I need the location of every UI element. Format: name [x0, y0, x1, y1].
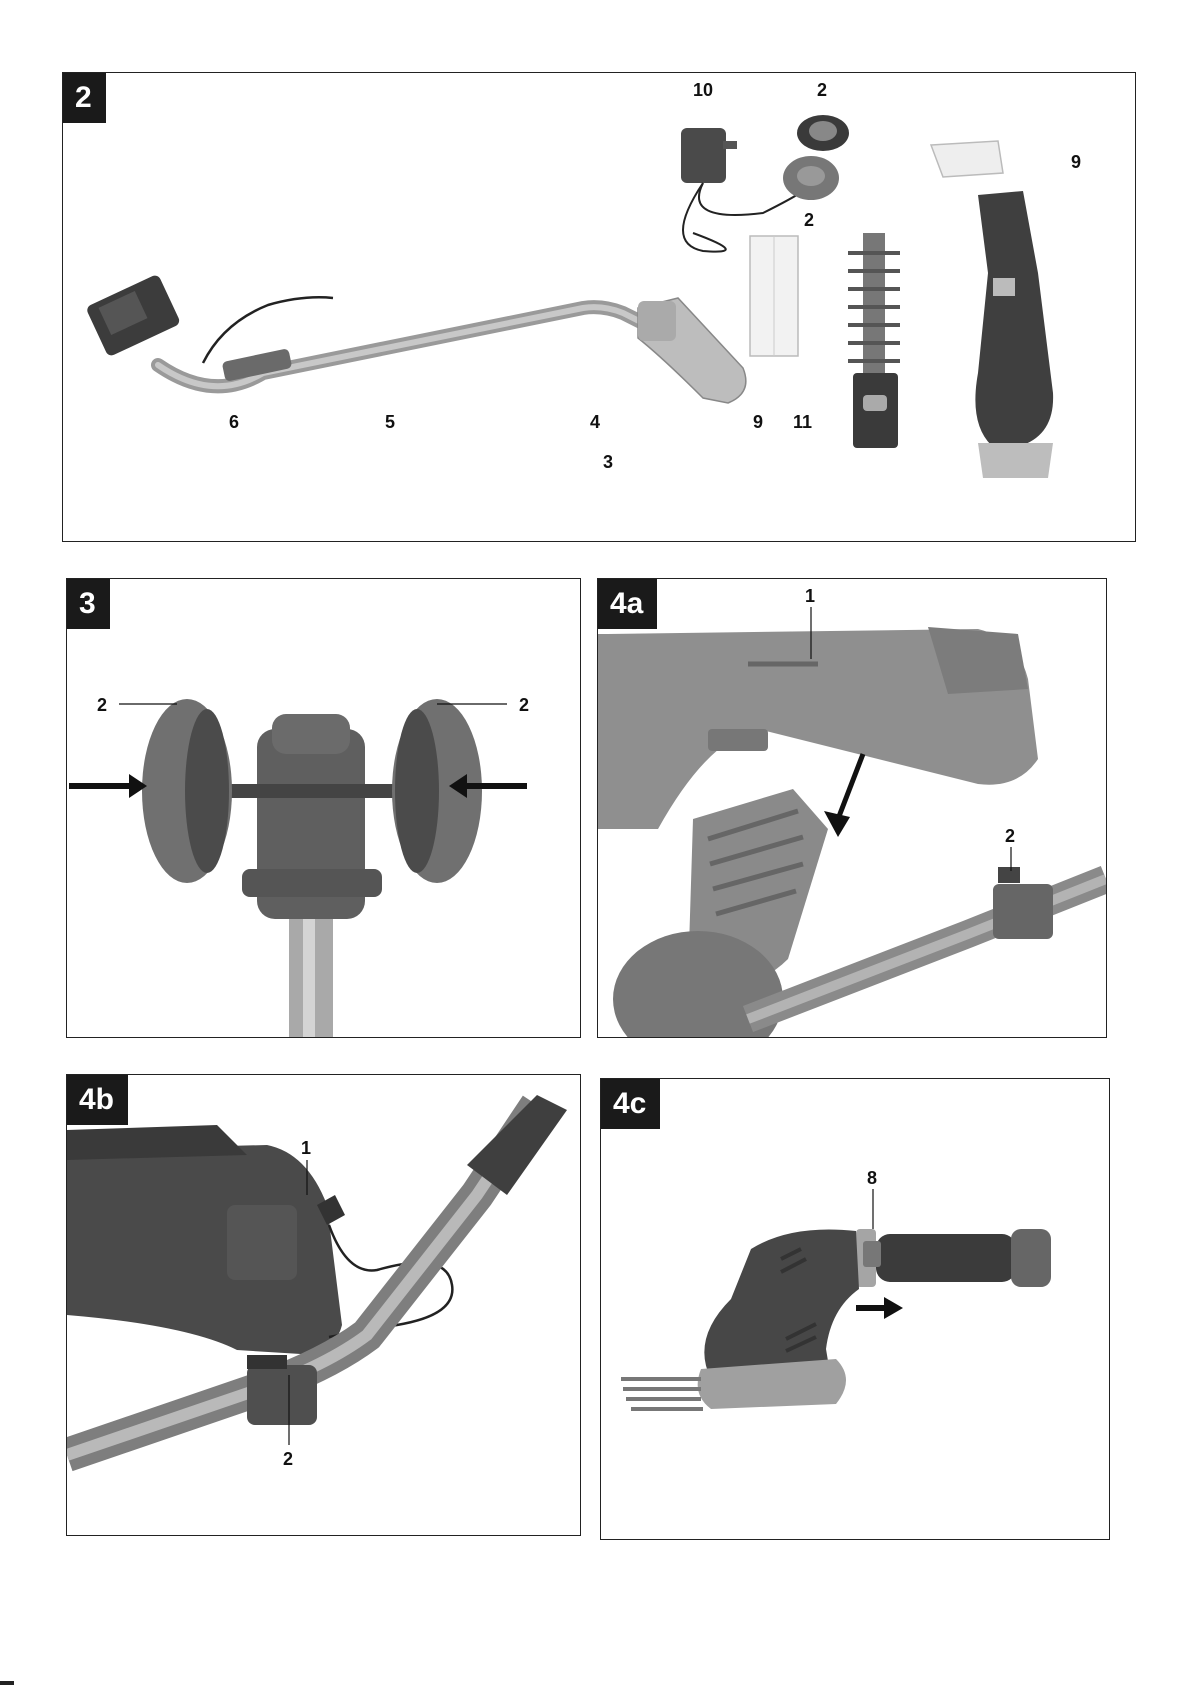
figure-2-illustration — [63, 73, 1135, 541]
figure-3-panel: 3 2 2 — [66, 578, 581, 1038]
figure-4a-illustration — [598, 579, 1106, 1037]
callout-wheel-left: 2 — [97, 696, 107, 714]
figure-4c-illustration — [601, 1079, 1109, 1539]
callout-mount-lock: 4 — [590, 413, 600, 431]
page-corner-mark — [0, 1681, 14, 1685]
slide-arrow — [856, 1297, 903, 1319]
callout-blade-guard-top: 9 — [1071, 153, 1081, 171]
callout-connector: 6 — [229, 413, 239, 431]
figure-4a-panel: 4a 1 2 — [597, 578, 1107, 1038]
figure-2-panel: 2 — [62, 72, 1136, 542]
press-arrow-left — [69, 774, 147, 798]
wheels-drawing — [783, 115, 849, 200]
figure-4c-panel: 4c 8 — [600, 1078, 1110, 1540]
figure-3-illustration — [67, 579, 580, 1037]
shrub-blade-drawing — [848, 233, 900, 448]
callout-shrub-blade: 11 — [793, 413, 812, 431]
callout-wheel-bottom: 2 — [804, 211, 814, 229]
callout-charger: 10 — [693, 81, 713, 99]
callout-release-button: 8 — [867, 1169, 877, 1187]
figure-4b-panel: 4b 1 2 — [66, 1074, 581, 1536]
callout-blade-guard-bottom: 9 — [753, 413, 763, 431]
callout-telescopic-tube: 5 — [385, 413, 395, 431]
insert-arrow — [824, 754, 863, 837]
telescopic-handle-drawing — [85, 274, 746, 403]
callout-plug: 1 — [301, 1139, 311, 1157]
grass-shear-drawing — [975, 191, 1053, 478]
callout-clip-4b: 2 — [283, 1450, 293, 1468]
blade-guard-top-drawing — [931, 141, 1003, 177]
callout-wheel-top: 2 — [817, 81, 827, 99]
callout-wheel-right: 2 — [519, 696, 529, 714]
figure-4b-illustration — [67, 1075, 580, 1535]
callout-mount: 3 — [603, 453, 613, 471]
callout-clip: 2 — [1005, 827, 1015, 845]
charger-drawing — [681, 128, 805, 252]
callout-charging-socket: 1 — [805, 587, 815, 605]
